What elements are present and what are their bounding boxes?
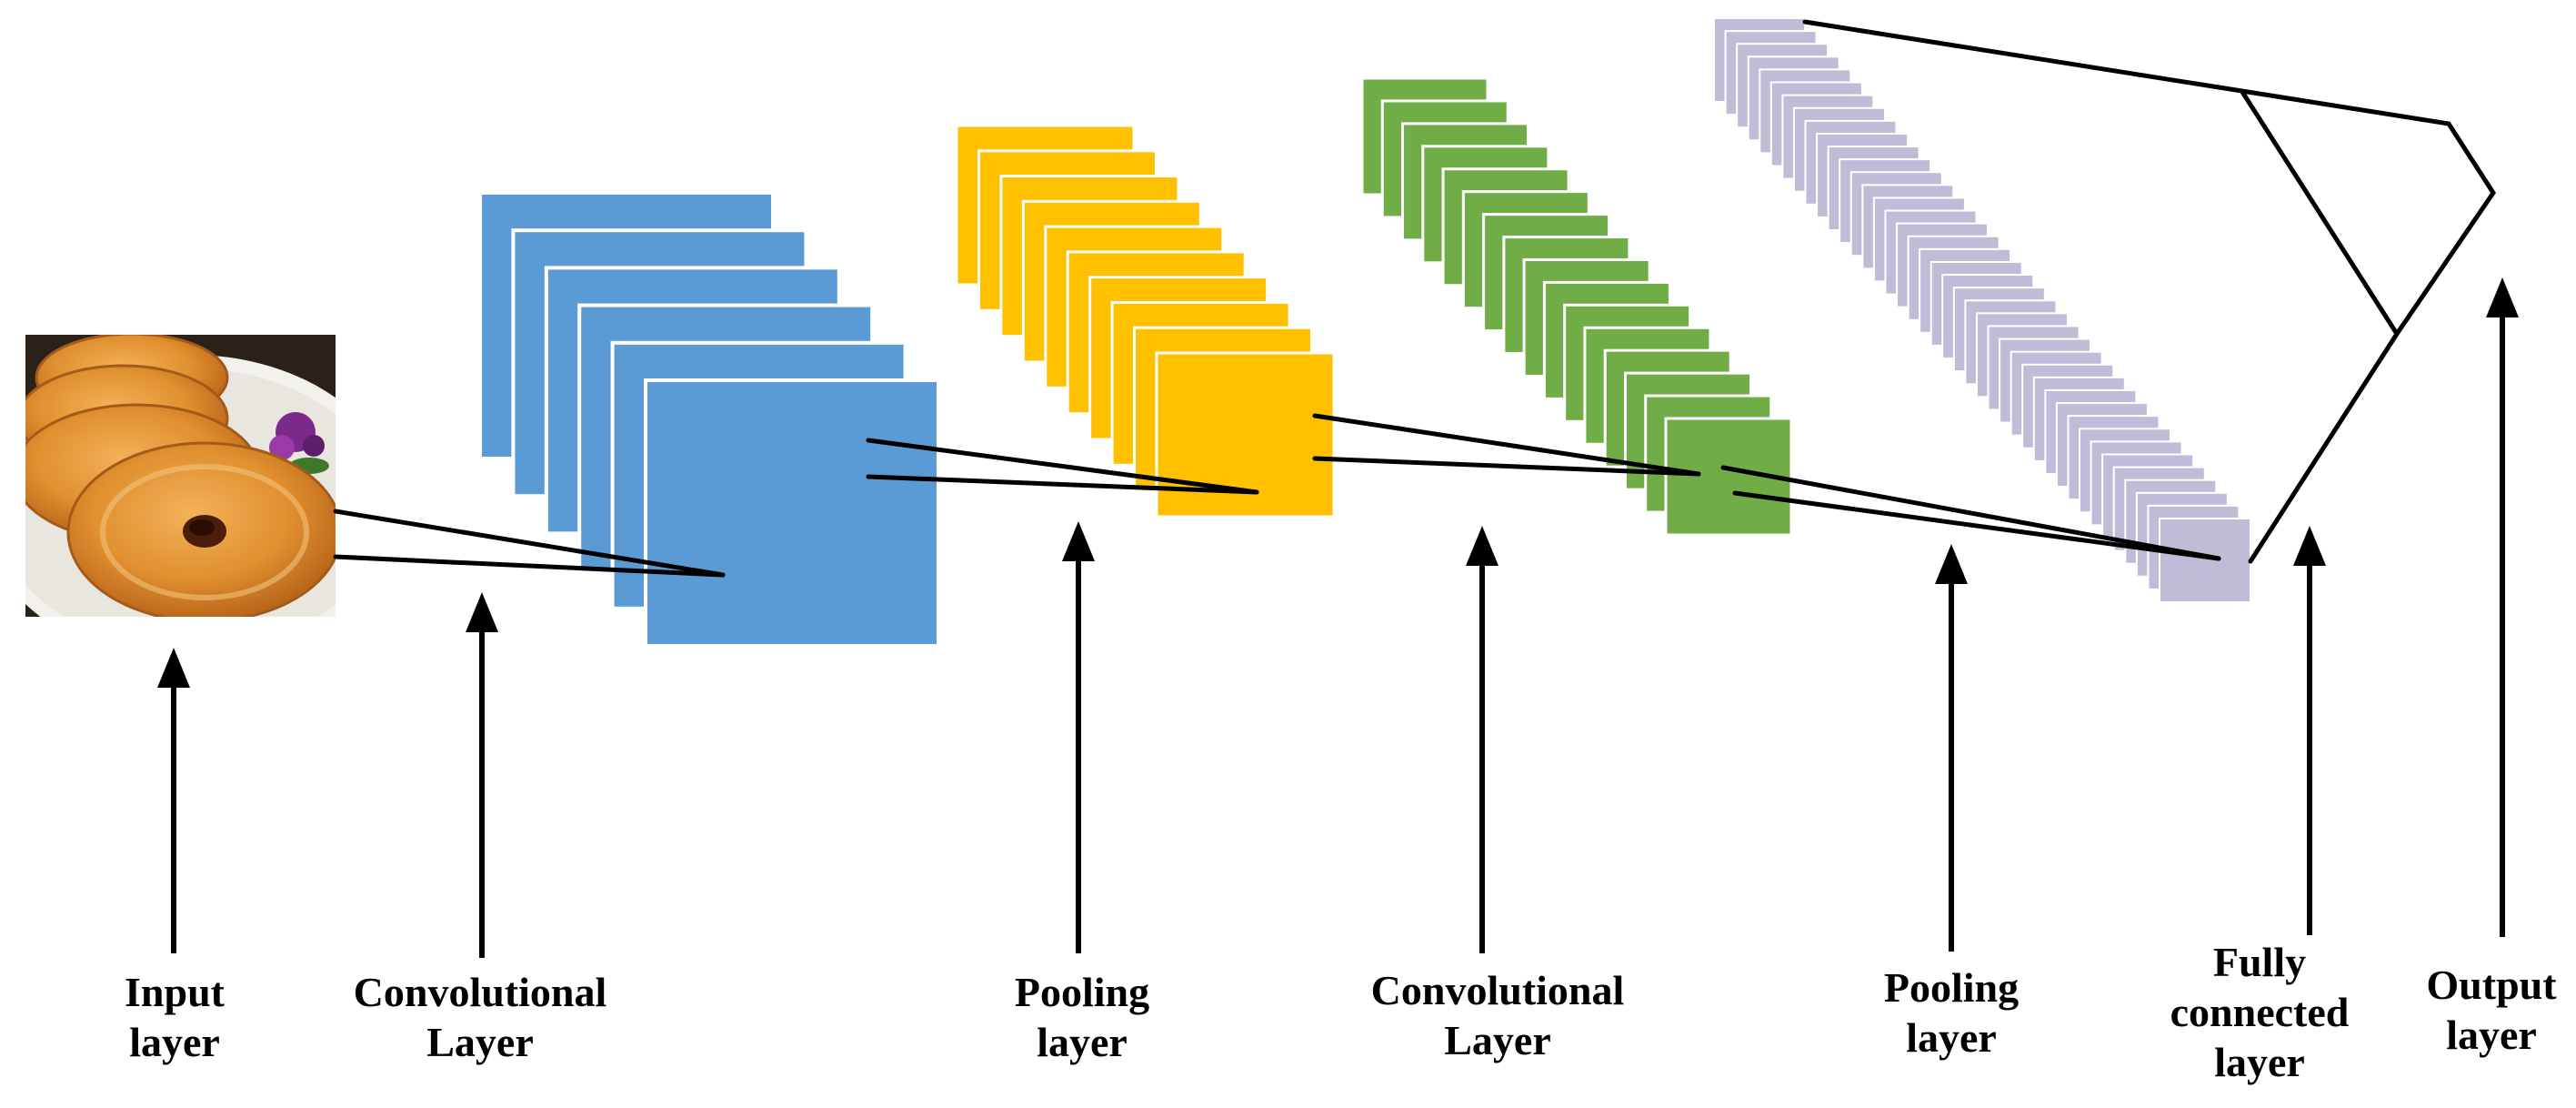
receptive-line [1312, 413, 1701, 477]
pooling-layer-2-stack [1713, 17, 2251, 603]
output-layer-arrow [2486, 277, 2519, 937]
feature-map [644, 378, 940, 648]
receptive-line [333, 554, 726, 578]
pooling-layer-1-arrow [1062, 521, 1095, 953]
feature-map [2159, 518, 2251, 603]
input-layer-arrow [157, 648, 190, 953]
receptive-line [333, 509, 726, 578]
convolutional-layer-1-arrow [466, 592, 498, 958]
receptive-line [1732, 490, 2221, 561]
convolutional-layer-2-stack [1360, 76, 1793, 537]
receptive-line [866, 474, 1259, 495]
fully-connected-layer-arrow [2293, 526, 2326, 935]
receptive-line [866, 438, 1259, 495]
receptive-line [1720, 465, 2221, 561]
receptive-line [1312, 456, 1701, 477]
fully-connected-outline [1802, 19, 2497, 564]
pooling-layer-2-arrow [1935, 544, 1968, 952]
convolutional-layer-1-stack [478, 191, 940, 648]
input-image [25, 335, 336, 617]
convolutional-layer-2-arrow [1466, 526, 1498, 953]
fully-connected-line [2240, 89, 2400, 337]
